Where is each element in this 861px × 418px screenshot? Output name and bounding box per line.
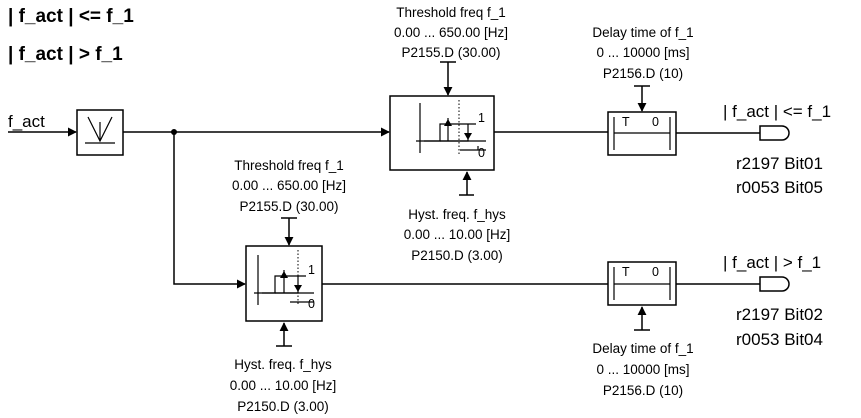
lower-threshold-name: Threshold freq f_1 [234, 158, 344, 173]
lower-comparator-block [245, 245, 323, 322]
lower-delay-range: 0 ... 10000 [ms] [596, 362, 689, 377]
lower-hyst-param: P2150.D (3.00) [237, 399, 329, 414]
upper-comp-out-low: 0 [478, 146, 485, 160]
upper-delay-range: 0 ... 10000 [ms] [596, 45, 689, 60]
upper-output-bit1: r2197 Bit01 [736, 154, 823, 173]
lower-threshold-param: P2155.D (30.00) [239, 199, 338, 214]
abs-value-block [76, 109, 124, 156]
upper-hyst-param: P2150.D (3.00) [411, 248, 503, 263]
upper-output-bit2: r0053 Bit05 [736, 178, 823, 197]
lower-output-connector [759, 276, 790, 292]
upper-hyst-range: 0.00 ... 10.00 [Hz] [404, 227, 511, 242]
upper-comparator-block [389, 95, 495, 171]
upper-output-connector [759, 125, 790, 141]
lower-output-bit1: r2197 Bit02 [736, 305, 823, 324]
lower-hyst-range: 0.00 ... 10.00 [Hz] [230, 378, 337, 393]
header-title-gt: | f_act | > f_1 [8, 44, 123, 65]
lower-output-bit2: r0053 Bit04 [736, 330, 823, 349]
upper-delay-name: Delay time of f_1 [592, 25, 693, 40]
lower-timer-t: T [622, 265, 630, 279]
lower-hyst-name: Hyst. freq. f_hys [234, 357, 332, 372]
lower-comp-out-low: 0 [308, 297, 315, 311]
upper-delay-timer-block [607, 111, 677, 156]
header-title-le: | f_act | <= f_1 [8, 6, 134, 27]
upper-timer-t: T [622, 115, 630, 129]
upper-hyst-name: Hyst. freq. f_hys [408, 207, 506, 222]
lower-delay-name: Delay time of f_1 [592, 341, 693, 356]
lower-branch-wire [173, 132, 246, 289]
lower-threshold-range: 0.00 ... 650.00 [Hz] [232, 178, 346, 193]
lower-delay-param: P2156.D (10) [603, 383, 683, 398]
upper-timer-0: 0 [652, 115, 659, 129]
upper-delay-param: P2156.D (10) [603, 66, 683, 81]
lower-comp-out-high: 1 [308, 263, 315, 277]
lower-output-label: | f_act | > f_1 [723, 253, 821, 272]
upper-threshold-param: P2155.D (30.00) [401, 45, 500, 60]
input-label: f_act [8, 112, 45, 131]
upper-threshold-name: Threshold freq f_1 [396, 5, 506, 20]
lower-timer-0: 0 [652, 265, 659, 279]
upper-threshold-range: 0.00 ... 650.00 [Hz] [394, 25, 508, 40]
lower-delay-timer-block [607, 261, 677, 306]
upper-output-label: | f_act | <= f_1 [723, 102, 831, 121]
upper-comp-out-high: 1 [478, 111, 485, 125]
